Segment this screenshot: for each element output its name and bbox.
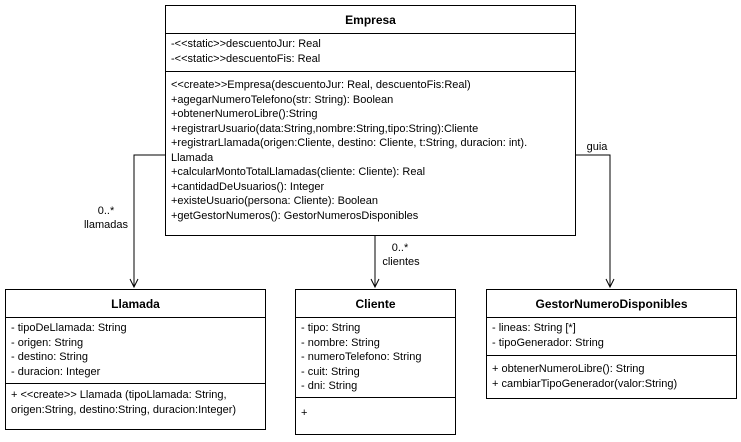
llamada-attribute: - tipoDeLlamada: String [11, 322, 127, 334]
cliente-attribute: - dni: String [301, 380, 358, 392]
gestor-methods: + obtenerNumeroLibre(): String + cambiar… [487, 356, 736, 391]
empresa-method: <<create>>Empresa(descuentoJur: Real, de… [171, 79, 471, 91]
gestor-method: + cambiarTipoGenerador(valor:String) [492, 377, 678, 390]
gestor-class-name: GestorNumeroDisponibles [487, 290, 736, 318]
gestor-attributes: - lineas: String [*] - tipoGenerador: St… [487, 318, 736, 356]
gestor-method: + obtenerNumeroLibre(): String [492, 363, 645, 375]
cliente-class: Cliente - tipo: String - nombre: String … [295, 289, 456, 435]
clientes-multiplicity: 0..* [391, 242, 409, 254]
empresa-method: +calcularMontoTotalLlamadas(cliente: Cli… [171, 166, 426, 178]
llamadas-multiplicity: 0..* [97, 205, 115, 217]
cliente-method: + [301, 407, 308, 419]
clientes-role: clientes [382, 256, 420, 268]
empresa-attribute: -<<static>>descuentoFis: Real [171, 52, 321, 65]
llamada-class-name: Llamada [6, 290, 265, 318]
llamadas-role: llamadas [83, 219, 129, 231]
llamada-attribute: - origen: String [11, 336, 84, 349]
empresa-attributes: -<<static>>descuentoJur: Real -<<static>… [166, 34, 575, 72]
cliente-attribute: - numeroTelefono: String [301, 351, 422, 363]
empresa-method: +obtenerNumeroLibre():String [171, 108, 318, 120]
empresa-method: +existeUsuario(persona: Cliente): Boolea… [171, 195, 378, 207]
gestor-attribute: - lineas: String [*] [492, 322, 576, 334]
llamada-attributes: - tipoDeLlamada: String - origen: String… [6, 318, 265, 384]
cliente-attribute: - tipo: String [301, 322, 361, 334]
empresa-class: Empresa -<<static>>descuentoJur: Real -<… [165, 5, 576, 236]
cliente-class-name: Cliente [296, 290, 455, 318]
guia-association-line [575, 154, 610, 287]
llamadas-association-line [134, 154, 166, 287]
cliente-attribute: - cuit: String [301, 365, 360, 378]
empresa-method: +cantidadDeUsuarios(): Integer [171, 180, 325, 193]
llamada-methods: + <<create>> Llamada (tipoLlamada: Strin… [6, 384, 265, 417]
empresa-method: +registrarUsuario(data:String,nombre:Str… [171, 122, 479, 135]
empresa-method: +registrarLlamada(origen:Cliente, destin… [171, 137, 528, 164]
gestor-class: GestorNumeroDisponibles - lineas: String… [486, 289, 737, 399]
empresa-class-name: Empresa [166, 6, 575, 34]
gestor-attribute: - tipoGenerador: String [492, 336, 604, 349]
guia-role: guia [586, 141, 608, 153]
empresa-methods: <<create>>Empresa(descuentoJur: Real, de… [166, 72, 575, 223]
empresa-attribute: -<<static>>descuentoJur: Real [171, 38, 321, 50]
llamada-attribute: - duracion: Integer [11, 365, 101, 378]
cliente-attribute: - nombre: String [301, 336, 380, 349]
llamada-class: Llamada - tipoDeLlamada: String - origen… [5, 289, 266, 430]
llamada-method: + <<create>> Llamada (tipoLlamada: Strin… [11, 389, 237, 416]
llamada-attribute: - destino: String [11, 351, 89, 363]
cliente-methods: + [296, 398, 455, 421]
empresa-method: +getGestorNumeros(): GestorNumerosDispon… [171, 209, 419, 222]
cliente-attributes: - tipo: String - nombre: String - numero… [296, 318, 455, 398]
empresa-method: +agegarNumeroTelefono(str: String): Bool… [171, 93, 394, 106]
